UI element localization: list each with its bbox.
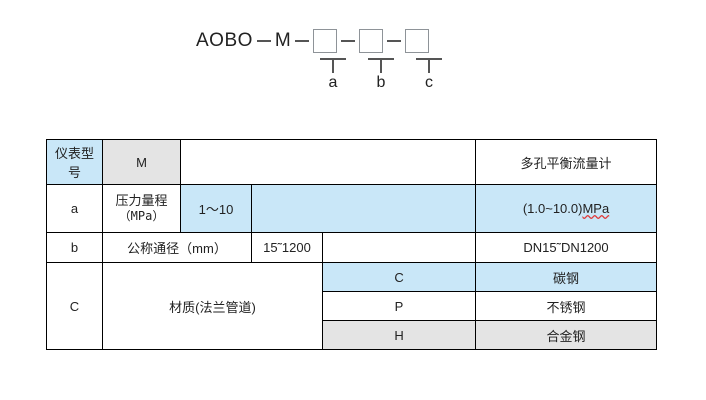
row-b-code: b — [46, 232, 103, 263]
row-a-spec-blank — [250, 184, 477, 233]
table-row-c-material-h: H 合金钢 — [47, 320, 658, 350]
header-cell-product-name: 多孔平衡流量计 — [475, 139, 658, 185]
leader-label-a: a — [328, 73, 338, 91]
row-a-range: 1～10 — [180, 184, 252, 233]
leader-hbar-icon — [416, 58, 442, 60]
row-b-spec-blank — [321, 232, 477, 263]
table-row-header: 仪表型号 M 多孔平衡流量计 — [46, 139, 658, 185]
table-row-b: b 公称通径（mm） 15˜1200 DN15˜DN1200 — [46, 232, 658, 263]
leader-vbar-icon — [332, 59, 334, 73]
leader-label-b: b — [376, 73, 386, 91]
model-code-row: AOBO M — [196, 24, 456, 58]
dash-separator-icon — [256, 40, 271, 42]
row-b-value: DN15˜DN1200 — [475, 232, 658, 263]
model-code-diagram: AOBO M a b c — [196, 24, 456, 104]
leader-b: b — [368, 58, 394, 91]
material-symbol-p: P — [321, 291, 477, 321]
leader-vbar-icon — [428, 59, 430, 73]
model-series-label: M — [274, 30, 292, 51]
material-value-h: 合金钢 — [475, 320, 658, 350]
row-c-parameter-name: 材质(法兰管道) — [102, 262, 323, 350]
leader-hbar-icon — [320, 58, 346, 60]
leader-vbar-icon — [380, 59, 382, 73]
leader-label-c: c — [425, 73, 433, 91]
model-prefix-label: AOBO — [196, 30, 253, 51]
row-a-value-unit: MPa — [582, 201, 610, 216]
row-b-range: 15˜1200 — [251, 232, 323, 263]
material-symbol-c: C — [321, 262, 477, 292]
leader-a: a — [320, 58, 346, 91]
code-box-b — [359, 29, 384, 53]
table-row-a: a 压力量程 （MPa） 1～10 (1.0~10.0)MPa — [46, 184, 658, 233]
table-row-c-material-c: C 材质(法兰管道) C 碳钢 — [46, 262, 658, 350]
material-symbol-h: H — [321, 320, 477, 350]
specification-table: 仪表型号 M 多孔平衡流量计 a 压力量程 （MPa） 1～10 (1.0~10… — [46, 139, 658, 350]
leader-c: c — [416, 58, 442, 91]
header-cell-model-code: 仪表型号 — [46, 139, 103, 185]
material-value-c: 碳钢 — [475, 262, 658, 292]
row-a-code: a — [46, 184, 103, 233]
header-cell-series: M — [102, 139, 181, 185]
code-box-c — [405, 29, 430, 53]
row-c-code: C — [46, 262, 103, 350]
dash-separator-icon — [295, 40, 310, 42]
row-a-name-line2: （MPa） — [118, 209, 165, 224]
material-value-p: 不锈钢 — [475, 291, 658, 321]
leader-lines-group: a b c — [196, 58, 456, 104]
row-a-value: (1.0~10.0)MPa — [475, 184, 658, 233]
code-box-a — [313, 29, 338, 53]
row-a-value-number: (1.0~10.0) — [522, 201, 583, 216]
row-a-parameter-name: 压力量程 （MPa） — [102, 184, 181, 233]
leader-hbar-icon — [368, 58, 394, 60]
row-a-name-line1: 压力量程 — [115, 192, 168, 208]
row-b-parameter-name: 公称通径（mm） — [102, 232, 252, 263]
dash-separator-icon — [341, 40, 356, 42]
header-cell-blank — [179, 139, 477, 185]
dash-separator-icon — [387, 40, 402, 42]
